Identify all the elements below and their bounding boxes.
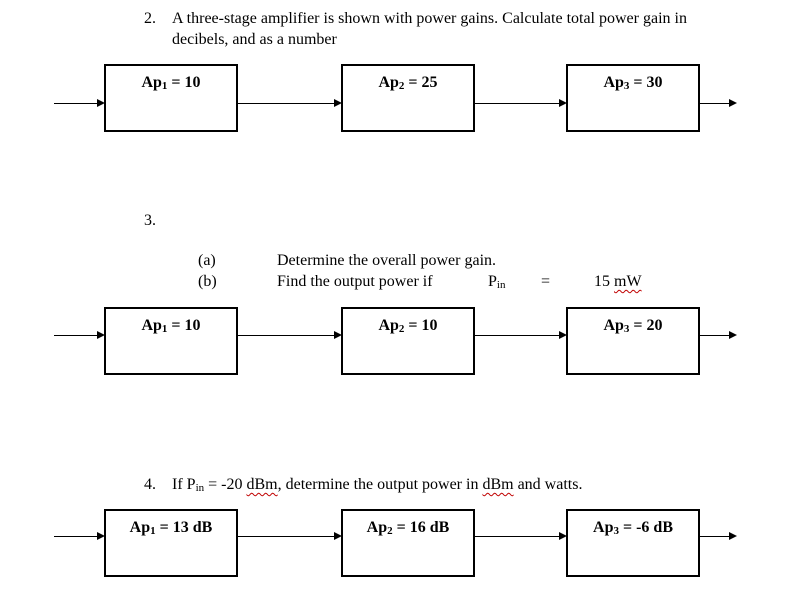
q3-a-marker: (a) bbox=[198, 252, 216, 269]
q3-link-1-2-arrowhead bbox=[334, 331, 342, 339]
q2-stage-3-label: Ap3 = 30 bbox=[603, 74, 663, 92]
q3-b-marker: (b) bbox=[198, 273, 217, 290]
q4-stage-1-box: Ap1 = 13 dB bbox=[104, 509, 238, 577]
q3-output-arrowhead bbox=[729, 331, 737, 339]
q4-stage-3-box: Ap3 = -6 dB bbox=[566, 509, 700, 577]
q4-stage-3-label: Ap3 = -6 dB bbox=[593, 519, 673, 537]
q4-number: 4. bbox=[144, 476, 156, 493]
q4-link-2-3 bbox=[475, 536, 560, 537]
q2-text-line2: decibels, and as a number bbox=[172, 31, 337, 48]
q3-stage-1-box: Ap1 = 10 bbox=[104, 307, 238, 375]
q3-link-2-3 bbox=[475, 335, 560, 336]
q3-equals: = bbox=[541, 273, 551, 290]
q4-stage-2-label: Ap2 = 16 dB bbox=[366, 519, 450, 537]
q2-link-1-2 bbox=[238, 103, 335, 104]
q3-input-line bbox=[54, 335, 98, 336]
q3-stage-2-box: Ap2 = 10 bbox=[341, 307, 475, 375]
q2-output-arrowhead bbox=[729, 99, 737, 107]
q4-link-1-2-arrowhead bbox=[334, 532, 342, 540]
q4-link-1-2 bbox=[238, 536, 335, 537]
q3-a-text: Determine the overall power gain. bbox=[277, 252, 497, 269]
q2-stage-1-label: Ap1 = 10 bbox=[141, 74, 201, 92]
q4-link-2-3-arrowhead bbox=[559, 532, 567, 540]
q3-input-arrowhead bbox=[97, 331, 105, 339]
q2-input-line bbox=[54, 103, 98, 104]
q2-link-2-3 bbox=[475, 103, 560, 104]
q2-link-2-3-arrowhead bbox=[559, 99, 567, 107]
q3-pin-label: Pin bbox=[488, 273, 506, 291]
q4-output-line bbox=[700, 536, 730, 537]
q3-link-2-3-arrowhead bbox=[559, 331, 567, 339]
q4-output-arrowhead bbox=[729, 532, 737, 540]
q4-input-line bbox=[54, 536, 98, 537]
q2-stage-1-box: Ap1 = 10 bbox=[104, 64, 238, 132]
q2-text-line1: A three-stage amplifier is shown with po… bbox=[172, 10, 687, 27]
q2-link-1-2-arrowhead bbox=[334, 99, 342, 107]
q2-stage-2-label: Ap2 = 25 bbox=[378, 74, 438, 92]
q3-link-1-2 bbox=[238, 335, 335, 336]
q3-stage-3-label: Ap3 = 20 bbox=[603, 317, 663, 335]
q2-stage-2-box: Ap2 = 25 bbox=[341, 64, 475, 132]
q4-input-arrowhead bbox=[97, 532, 105, 540]
q3-pin-value: 15 mW bbox=[594, 273, 642, 290]
q3-output-line bbox=[700, 335, 730, 336]
q4-stage-2-box: Ap2 = 16 dB bbox=[341, 509, 475, 577]
q3-stage-2-label: Ap2 = 10 bbox=[378, 317, 438, 335]
q3-stage-3-box: Ap3 = 20 bbox=[566, 307, 700, 375]
q4-text: If Pin = -20 dBm, determine the output p… bbox=[172, 476, 583, 494]
q3-number: 3. bbox=[144, 212, 156, 229]
q3-b-text: Find the output power if bbox=[277, 273, 433, 290]
q4-stage-1-label: Ap1 = 13 dB bbox=[129, 519, 213, 537]
q2-stage-3-box: Ap3 = 30 bbox=[566, 64, 700, 132]
q2-input-arrowhead bbox=[97, 99, 105, 107]
q2-number: 2. bbox=[144, 10, 156, 27]
q3-stage-1-label: Ap1 = 10 bbox=[141, 317, 201, 335]
q2-output-line bbox=[700, 103, 730, 104]
